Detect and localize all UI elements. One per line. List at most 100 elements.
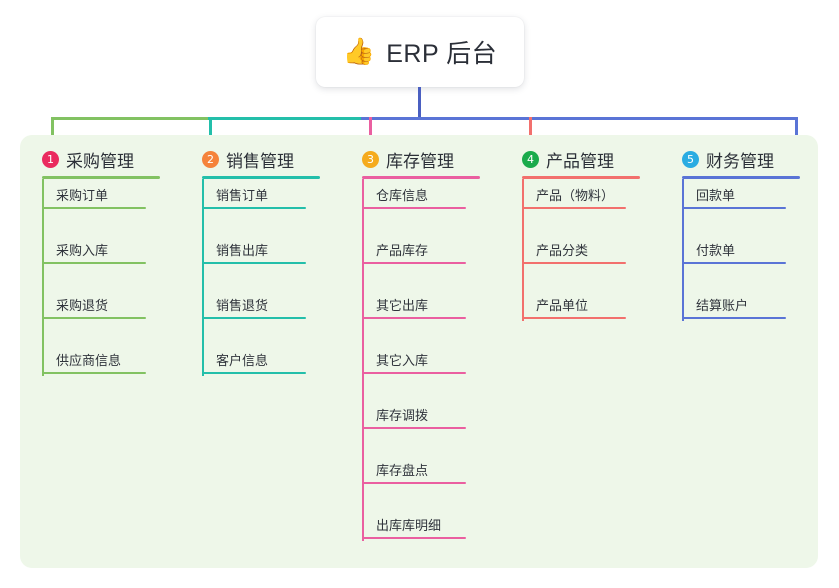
menu-item-label: 产品库存 bbox=[376, 243, 429, 258]
column-title: 产品管理 bbox=[546, 151, 614, 171]
menu-item-label: 销售出库 bbox=[216, 243, 269, 258]
column-spine bbox=[202, 179, 204, 376]
menu-item[interactable]: 产品单位 bbox=[522, 291, 626, 319]
column-header-4[interactable]: 4 产品管理 bbox=[522, 147, 614, 171]
menu-item-label: 产品分类 bbox=[536, 243, 589, 258]
menu-item-label: 采购退货 bbox=[56, 298, 109, 313]
connector-trunk-vertical bbox=[418, 87, 421, 119]
connector-drop-col-1 bbox=[51, 117, 54, 151]
column-header-2[interactable]: 2 销售管理 bbox=[202, 147, 294, 171]
menu-item-rule bbox=[362, 262, 466, 264]
menu-item[interactable]: 库存调拨 bbox=[362, 401, 466, 429]
menu-item-label: 供应商信息 bbox=[56, 353, 122, 368]
menu-item-rule bbox=[522, 207, 626, 209]
root-node-label: ERP 后台 bbox=[386, 40, 498, 68]
menu-item-rule bbox=[202, 317, 306, 319]
menu-item-label: 付款单 bbox=[696, 243, 736, 258]
column-header-1[interactable]: 1 采购管理 bbox=[42, 147, 134, 171]
menu-item[interactable]: 产品（物料） bbox=[522, 181, 626, 209]
menu-item[interactable]: 产品分类 bbox=[522, 236, 626, 264]
column-spine bbox=[42, 179, 44, 376]
menu-item-rule bbox=[522, 262, 626, 264]
menu-item[interactable]: 采购订单 bbox=[42, 181, 146, 209]
menu-item-label: 结算账户 bbox=[696, 298, 749, 313]
connector-drop-col-5 bbox=[795, 117, 798, 151]
column-header-5[interactable]: 5 财务管理 bbox=[682, 147, 774, 171]
menu-item-rule bbox=[362, 207, 466, 209]
menu-item-label: 其它出库 bbox=[376, 298, 429, 313]
menu-item[interactable]: 回款单 bbox=[682, 181, 786, 209]
menu-item[interactable]: 销售订单 bbox=[202, 181, 306, 209]
menu-item-rule bbox=[682, 317, 786, 319]
menu-item-label: 产品单位 bbox=[536, 298, 589, 313]
menu-item[interactable]: 付款单 bbox=[682, 236, 786, 264]
menu-item-rule bbox=[362, 427, 466, 429]
menu-item[interactable]: 销售退货 bbox=[202, 291, 306, 319]
menu-item-rule bbox=[362, 372, 466, 374]
column-spine bbox=[362, 179, 364, 541]
column-number-badge: 5 bbox=[682, 150, 699, 168]
menu-item-label: 出库库明细 bbox=[376, 518, 442, 533]
menu-item[interactable]: 产品库存 bbox=[362, 236, 466, 264]
connector-bus-segment-blue bbox=[361, 117, 798, 120]
menu-item-rule bbox=[362, 537, 466, 539]
menu-item[interactable]: 供应商信息 bbox=[42, 346, 146, 374]
column-title: 销售管理 bbox=[226, 151, 294, 171]
menu-item-label: 仓库信息 bbox=[376, 188, 429, 203]
column-spine bbox=[682, 179, 684, 321]
menu-item[interactable]: 其它出库 bbox=[362, 291, 466, 319]
connector-drop-col-3 bbox=[369, 117, 372, 151]
column-spine bbox=[522, 179, 524, 321]
menu-item-label: 销售订单 bbox=[216, 188, 269, 203]
menu-item-label: 其它入库 bbox=[376, 353, 429, 368]
menu-item-label: 采购订单 bbox=[56, 188, 109, 203]
menu-item-rule bbox=[42, 207, 146, 209]
column-number-badge: 4 bbox=[522, 150, 539, 168]
menu-item[interactable]: 销售出库 bbox=[202, 236, 306, 264]
menu-item[interactable]: 库存盘点 bbox=[362, 456, 466, 484]
connector-drop-col-4 bbox=[529, 117, 532, 151]
menu-item[interactable]: 结算账户 bbox=[682, 291, 786, 319]
column-number-badge: 1 bbox=[42, 150, 59, 168]
menu-item-rule bbox=[522, 317, 626, 319]
column-number-badge: 2 bbox=[202, 150, 219, 168]
menu-item[interactable]: 其它入库 bbox=[362, 346, 466, 374]
menu-item-rule bbox=[202, 372, 306, 374]
column-number-badge: 3 bbox=[362, 150, 379, 168]
column-header-rule bbox=[202, 176, 320, 179]
column-title: 采购管理 bbox=[66, 151, 134, 171]
menu-item-rule bbox=[202, 207, 306, 209]
thumbs-up-icon: 👍 bbox=[342, 37, 376, 67]
column-header-rule bbox=[42, 176, 160, 179]
menu-item[interactable]: 采购退货 bbox=[42, 291, 146, 319]
menu-item-rule bbox=[682, 262, 786, 264]
menu-item-label: 库存调拨 bbox=[376, 408, 429, 423]
menu-item[interactable]: 采购入库 bbox=[42, 236, 146, 264]
diagram-panel: 1 采购管理采购订单采购入库采购退货供应商信息 2 销售管理销售订单销售出库销售退货… bbox=[20, 135, 818, 568]
menu-item-rule bbox=[42, 262, 146, 264]
menu-item-label: 库存盘点 bbox=[376, 463, 429, 478]
menu-item-label: 产品（物料） bbox=[536, 188, 615, 203]
menu-item[interactable]: 仓库信息 bbox=[362, 181, 466, 209]
menu-item-rule bbox=[362, 482, 466, 484]
root-node-content: 👍 ERP 后台 bbox=[343, 34, 497, 70]
menu-item-rule bbox=[42, 372, 146, 374]
menu-item-rule bbox=[202, 262, 306, 264]
menu-item-label: 销售退货 bbox=[216, 298, 269, 313]
column-header-rule bbox=[522, 176, 640, 179]
root-node[interactable]: 👍 ERP 后台 bbox=[316, 17, 524, 87]
column-title: 财务管理 bbox=[706, 151, 774, 171]
menu-item-label: 采购入库 bbox=[56, 243, 109, 258]
menu-item[interactable]: 客户信息 bbox=[202, 346, 306, 374]
menu-item-rule bbox=[42, 317, 146, 319]
column-header-rule bbox=[362, 176, 480, 179]
menu-item-rule bbox=[362, 317, 466, 319]
connector-drop-col-2 bbox=[209, 117, 212, 151]
menu-item-label: 回款单 bbox=[696, 188, 736, 203]
menu-item-label: 客户信息 bbox=[216, 353, 269, 368]
menu-item-rule bbox=[682, 207, 786, 209]
menu-item[interactable]: 出库库明细 bbox=[362, 511, 466, 539]
connector-bus-segment-teal bbox=[208, 117, 361, 120]
